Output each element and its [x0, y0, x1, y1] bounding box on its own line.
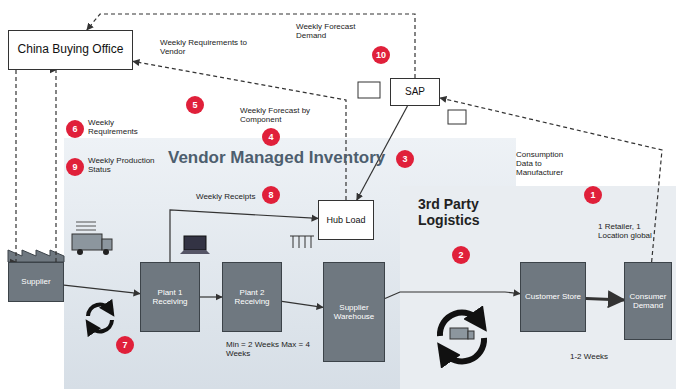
office-box: China Buying Office	[8, 30, 133, 70]
flow-arrow	[170, 210, 318, 262]
note-label: Weekly Requirements	[88, 118, 150, 136]
note-label: Weekly Forecast Demand	[296, 22, 368, 40]
node-text: Supplier	[21, 277, 50, 286]
ticks	[290, 236, 314, 248]
note-label: Min = 2 Weeks Max = 4 Weeks	[226, 340, 316, 358]
plant-box: Plant 1 Receiving	[140, 262, 200, 332]
region-title: Vendor Managed Inventory	[168, 148, 398, 168]
node-text: China Buying Office	[18, 43, 124, 57]
callout-number: 10	[372, 46, 390, 64]
flow-arrow	[586, 298, 624, 300]
callout-number: 9	[66, 158, 84, 176]
note-label: Weekly Receipts	[196, 192, 258, 201]
callout-number: 3	[396, 150, 414, 168]
note-label: 1 Retailer, 1 Location global	[598, 222, 656, 240]
logistics-region	[400, 186, 676, 389]
store-box: Customer Store	[520, 262, 586, 332]
flow-arrow	[385, 292, 520, 299]
system-box: SAP	[390, 78, 440, 106]
warehouse-box: Supplier Warehouse	[323, 262, 385, 362]
callout-number: 1	[584, 186, 602, 204]
flow-arrow	[55, 70, 56, 262]
node-text: Hub Load	[326, 215, 365, 225]
consumer-box: Consumer Demand	[624, 262, 672, 340]
callout-number: 2	[452, 246, 470, 264]
callout-number: 6	[66, 120, 84, 138]
documents	[76, 222, 96, 230]
note-label: Weekly Requirements to Vendor	[160, 38, 260, 56]
note-label: Weekly Forecast by Component	[240, 106, 326, 124]
node-text: Supplier Warehouse	[327, 303, 381, 321]
flow-arrow	[15, 70, 16, 262]
flow-arrow	[133, 61, 346, 200]
node-text: Customer Store	[525, 292, 581, 301]
callout-number: 5	[186, 96, 204, 114]
node-text: Consumer Demand	[628, 292, 668, 310]
flow-arrow	[64, 285, 140, 294]
node-text: Plant 2 Receiving	[226, 288, 278, 306]
flow-arrow	[440, 98, 662, 262]
region-title: 3rd Party Logistics	[418, 196, 502, 228]
note-label: Consumption Data to Manufacturer	[516, 150, 582, 178]
callout-number: 7	[116, 336, 134, 354]
truck	[72, 234, 112, 255]
callout-number: 4	[262, 128, 280, 146]
flow-arrow	[200, 296, 222, 297]
truck	[450, 328, 474, 339]
node-text: Plant 1 Receiving	[144, 288, 196, 306]
flow-arrow	[87, 14, 415, 78]
factory-box: Supplier	[8, 262, 64, 302]
recycle-arrows	[440, 313, 484, 362]
recycle-arrows	[88, 305, 112, 332]
flow-arrow	[282, 301, 323, 307]
note-label: 1-2 Weeks	[570, 352, 620, 361]
callout-number: 8	[262, 186, 280, 204]
node-text: SAP	[405, 86, 425, 98]
system-box: Hub Load	[318, 200, 374, 240]
note-label: Weekly Production Status	[88, 156, 158, 174]
laptop-icon	[180, 236, 210, 254]
plant-box: Plant 2 Receiving	[222, 262, 282, 332]
